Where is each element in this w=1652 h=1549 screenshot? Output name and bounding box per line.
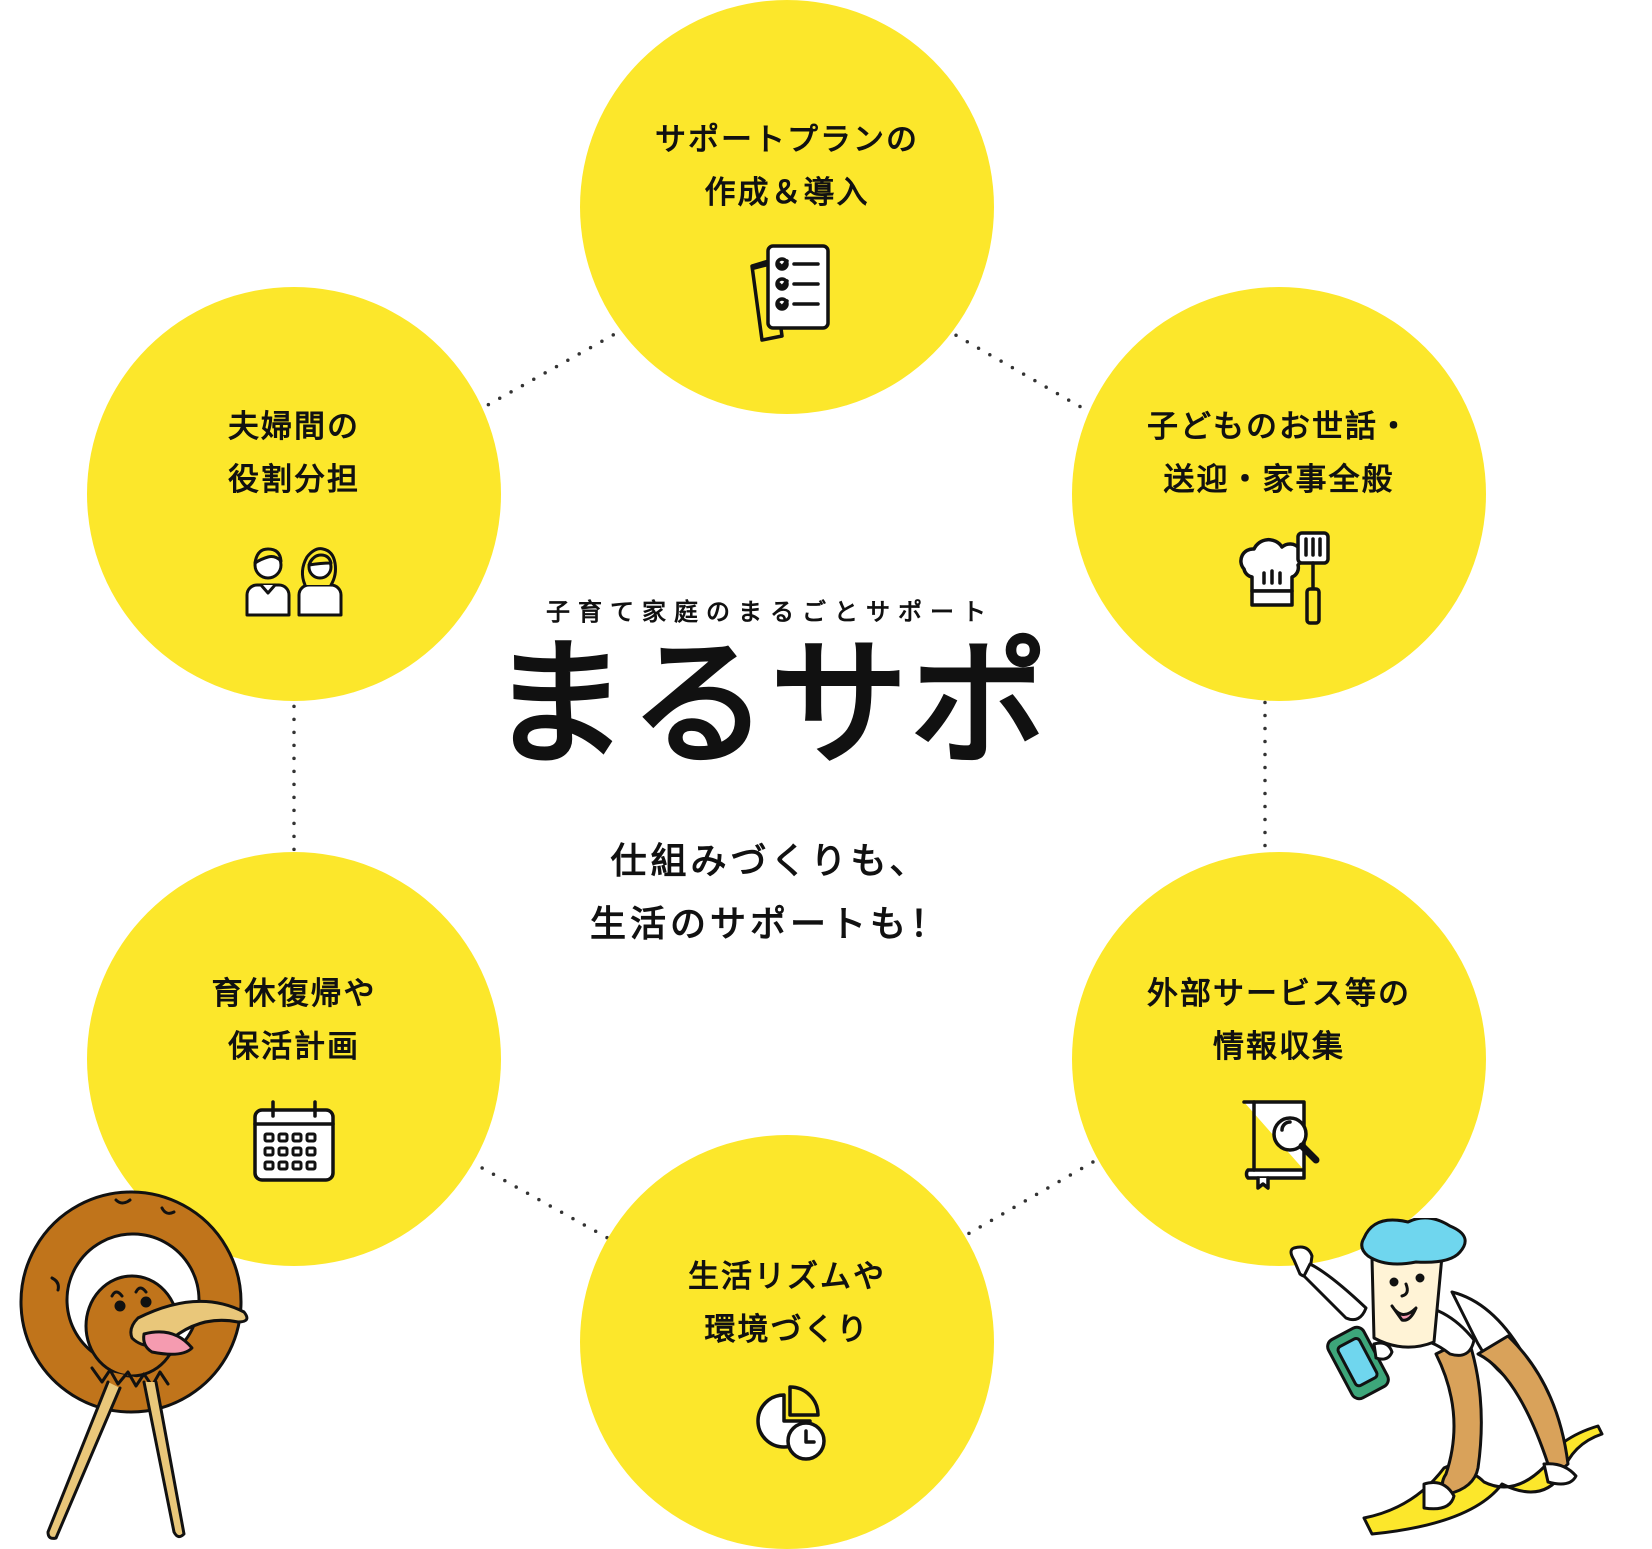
- book-search-icon: [1242, 1100, 1320, 1190]
- pie-chart-clock-icon: [756, 1385, 826, 1461]
- node-circle-life-rhythm: 生活リズムや 環境づくり: [580, 1135, 994, 1549]
- node-label: 夫婦間の 役割分担: [228, 409, 360, 498]
- node-label: サポートプランの 作成＆導入: [655, 122, 919, 211]
- brand-title: まるサポ: [489, 624, 1050, 785]
- node-circle-info-gathering: 外部サービス等の 情報収集: [1072, 852, 1486, 1266]
- runner-character-illustration: [1289, 1218, 1604, 1536]
- couple-icon: [245, 547, 343, 617]
- node-label: 子どものお世話・ 送迎・家事全般: [1147, 409, 1411, 498]
- node-label: 外部サービス等の 情報収集: [1147, 976, 1411, 1065]
- node-circle-childcare-housework: 子どものお世話・ 送迎・家事全般: [1072, 287, 1486, 701]
- node-circle-return-to-work: 育休復帰や 保活計画: [87, 852, 501, 1266]
- kiwi-mascot-illustration: [19, 1190, 249, 1540]
- chef-hat-spatula-icon: [1239, 531, 1330, 625]
- center-tagline: 子育て家庭のまるごとサポート: [546, 598, 994, 626]
- node-label: 育休復帰や 保活計画: [211, 976, 377, 1065]
- node-circle-support-plan: サポートプランの 作成＆導入: [580, 0, 994, 414]
- checklist-icon: [750, 244, 830, 342]
- node-label: 生活リズムや 環境づくり: [688, 1259, 886, 1348]
- node-circle-role-sharing: 夫婦間の 役割分担: [87, 287, 501, 701]
- center-catchphrase: 仕組みづくりも、 生活のサポートも！: [589, 841, 950, 945]
- calendar-icon: [253, 1100, 335, 1182]
